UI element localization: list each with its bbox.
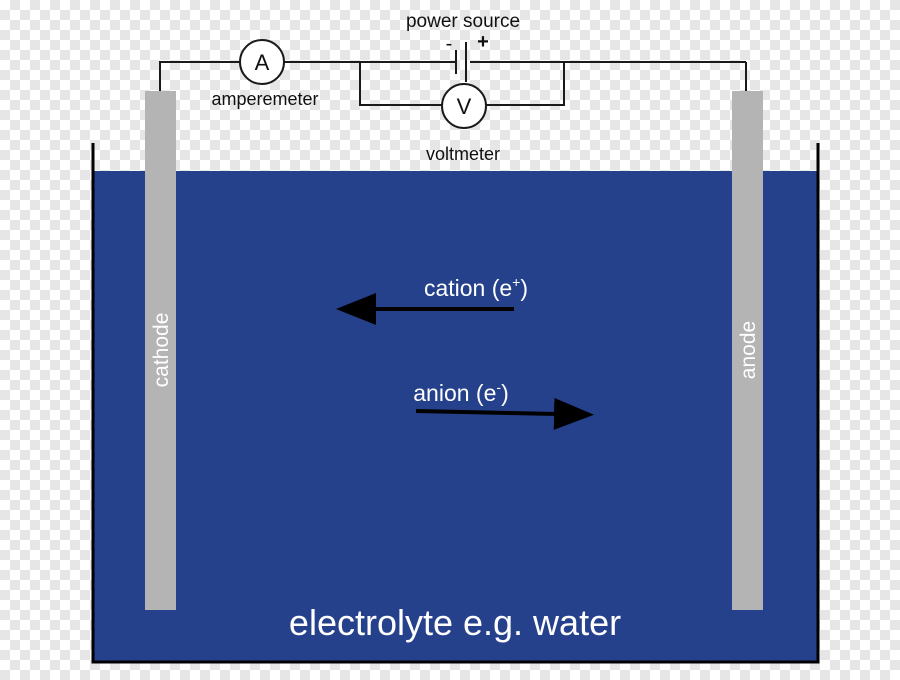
electrolyte-liquid bbox=[93, 171, 818, 661]
cation-label: cation (e+) bbox=[424, 274, 528, 301]
anion-label: anion (e-) bbox=[413, 379, 508, 406]
cathode-label: cathode bbox=[150, 313, 173, 388]
power-source-battery bbox=[455, 42, 467, 82]
anion-arrow bbox=[415, 397, 594, 430]
cation-superscript: + bbox=[512, 274, 520, 290]
anion-text: anion (e bbox=[413, 380, 496, 406]
voltmeter-symbol: V bbox=[441, 83, 487, 129]
anode-electrode bbox=[732, 91, 763, 610]
cathode-electrode bbox=[145, 91, 176, 610]
electrolyte-label: electrolyte e.g. water bbox=[289, 602, 621, 643]
container bbox=[91, 143, 820, 664]
minus-sign: - bbox=[446, 33, 453, 55]
amperemeter-letter: A bbox=[255, 50, 270, 75]
anode-label: anode bbox=[737, 321, 760, 379]
voltmeter-letter: V bbox=[457, 94, 472, 119]
plus-sign: + bbox=[477, 31, 489, 53]
cation-text: cation (e bbox=[424, 275, 512, 301]
power-source-label: power source bbox=[406, 11, 520, 32]
circuit-wires bbox=[159, 61, 747, 106]
voltmeter-label: voltmeter bbox=[426, 144, 500, 164]
anion-close: ) bbox=[501, 380, 509, 406]
amperemeter-label: amperemeter bbox=[211, 89, 318, 109]
amperemeter-symbol: A bbox=[239, 39, 285, 85]
cation-close: ) bbox=[520, 275, 528, 301]
anion-superscript: - bbox=[496, 379, 501, 395]
